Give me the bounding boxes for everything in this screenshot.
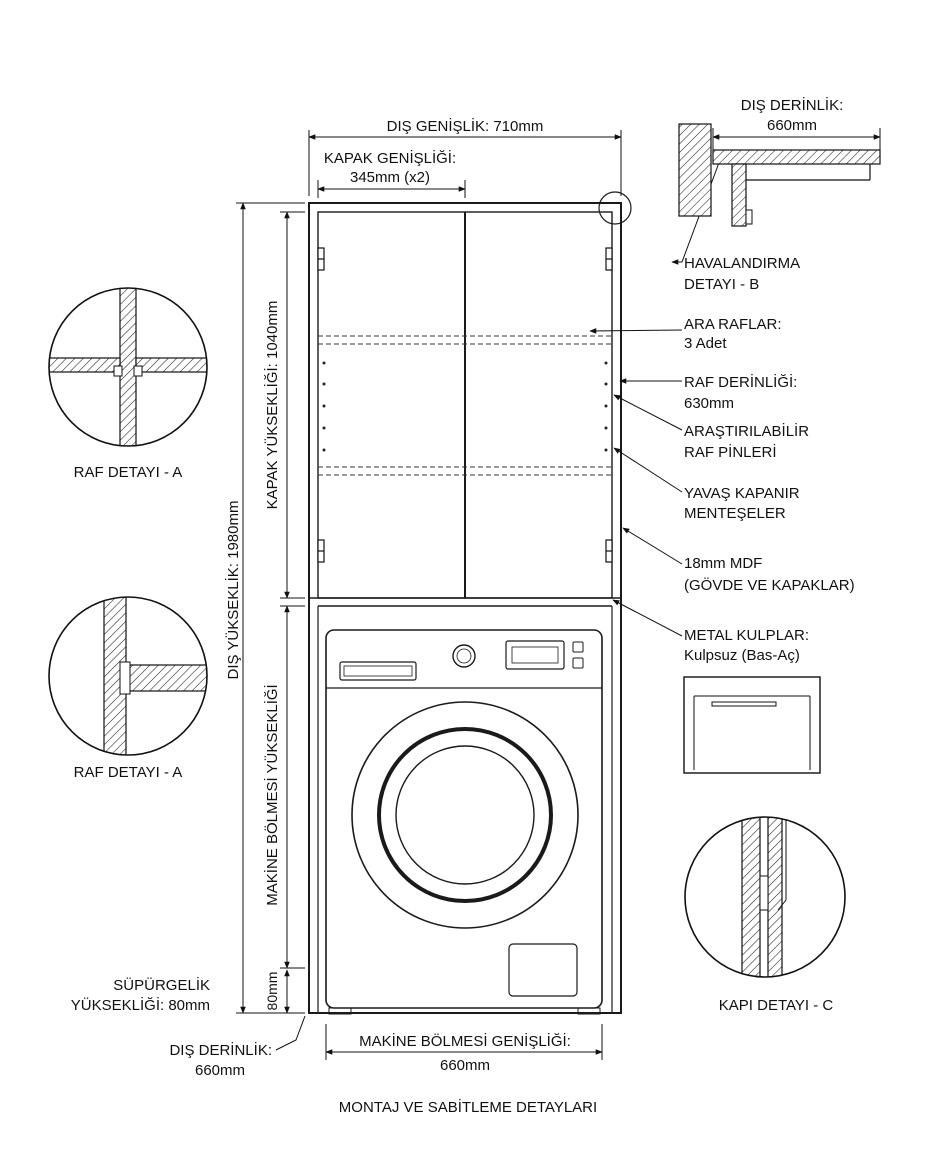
labels: DIŞ GENİŞLİK: 710mm KAPAK GENİŞLİĞİ: 345… bbox=[71, 96, 855, 1116]
vent-label: HAVALANDIRMA bbox=[684, 255, 800, 272]
door-detail-c-title: KAPI DETAYI - C bbox=[719, 997, 834, 1014]
shelves-count: 3 Adet bbox=[684, 335, 727, 352]
drum-door-outer bbox=[351, 701, 579, 929]
footer-caption: MONTAJ VE SABİTLEME DETAYLARI bbox=[339, 1098, 597, 1116]
door-detail-c bbox=[684, 816, 846, 978]
machine-width-value: 660mm bbox=[440, 1057, 490, 1074]
shelf-pin-holes bbox=[322, 361, 608, 452]
machine-height-label: MAKİNE BÖLMESİ YÜKSEKLİĞİ bbox=[263, 684, 281, 905]
vent-detail-marker bbox=[598, 191, 632, 225]
plinth-dim-label: 80mm bbox=[264, 972, 280, 1011]
cabinet-outline bbox=[308, 202, 622, 1014]
door-height-label: KAPAK YÜKSEKLİĞİ: 1040mm bbox=[263, 301, 281, 510]
push-open-handle bbox=[683, 676, 821, 774]
shelf-detail-a-middle-title: RAF DETAYI - A bbox=[74, 764, 183, 781]
outer-width-label: DIŞ GENİŞLİK: 710mm bbox=[387, 117, 544, 135]
machine-width-label: MAKİNE BÖLMESİ GENİŞLİĞİ: bbox=[359, 1032, 571, 1050]
internal-shelves bbox=[318, 335, 612, 476]
filter-cover bbox=[508, 943, 578, 997]
vent-detail-b bbox=[678, 123, 881, 227]
shelf-detail-a-top bbox=[48, 287, 208, 447]
shelf-detail-a-middle bbox=[48, 596, 208, 756]
shelves-label: ARA RAFLAR: bbox=[684, 316, 782, 333]
door-width-label: KAPAK GENİŞLİĞİ: bbox=[324, 149, 456, 167]
pins-label: ARAŞTIRILABİLİR bbox=[684, 422, 809, 440]
drum-door-rim bbox=[377, 727, 553, 903]
door-width-value: 345mm (x2) bbox=[350, 169, 430, 186]
vent-detail-label: DETAYI - B bbox=[684, 276, 759, 293]
material-label: 18mm MDF bbox=[684, 555, 762, 572]
machine-button bbox=[572, 657, 584, 669]
shelf-detail-a-top-title: RAF DETAYI - A bbox=[74, 464, 183, 481]
drum-door-glass bbox=[395, 745, 535, 885]
dimension-lines bbox=[236, 130, 622, 1060]
plinth-value: YÜKSEKLİĞİ: 80mm bbox=[71, 996, 210, 1014]
depth-top-label: DIŞ DERİNLİK: bbox=[741, 96, 844, 114]
depth-top-value: 660mm bbox=[767, 117, 817, 134]
leader-lines bbox=[589, 159, 721, 637]
cabinet bbox=[308, 191, 632, 1014]
washing-machine bbox=[325, 629, 603, 1015]
shelf-depth-label: RAF DERİNLİĞİ: bbox=[684, 373, 797, 391]
handles-value: Kulpsuz (Bas-Aç) bbox=[684, 647, 800, 664]
depth-bottom-label: DIŞ DERİNLİK: bbox=[169, 1041, 272, 1059]
machine-display bbox=[505, 640, 565, 670]
detergent-drawer bbox=[339, 661, 417, 681]
shelf-depth-value: 630mm bbox=[684, 395, 734, 412]
outer-height-label: DIŞ YÜKSEKLİK: 1980mm bbox=[224, 501, 242, 680]
pins-label-2: RAF PİNLERİ bbox=[684, 443, 777, 461]
depth-bottom-value: 660mm bbox=[195, 1062, 245, 1079]
hinges-label-2: MENTEŞELER bbox=[684, 505, 786, 522]
handles-label: METAL KULPLAR: bbox=[684, 627, 809, 644]
plinth-label: SÜPÜRGELİK bbox=[113, 976, 210, 994]
machine-body bbox=[325, 629, 603, 1009]
material-value: (GÖVDE VE KAPAKLAR) bbox=[684, 576, 855, 594]
hinges-label: YAVAŞ KAPANIR bbox=[684, 485, 800, 502]
hinge-icon bbox=[317, 247, 613, 563]
program-knob-icon bbox=[452, 644, 476, 668]
machine-button bbox=[572, 641, 584, 653]
